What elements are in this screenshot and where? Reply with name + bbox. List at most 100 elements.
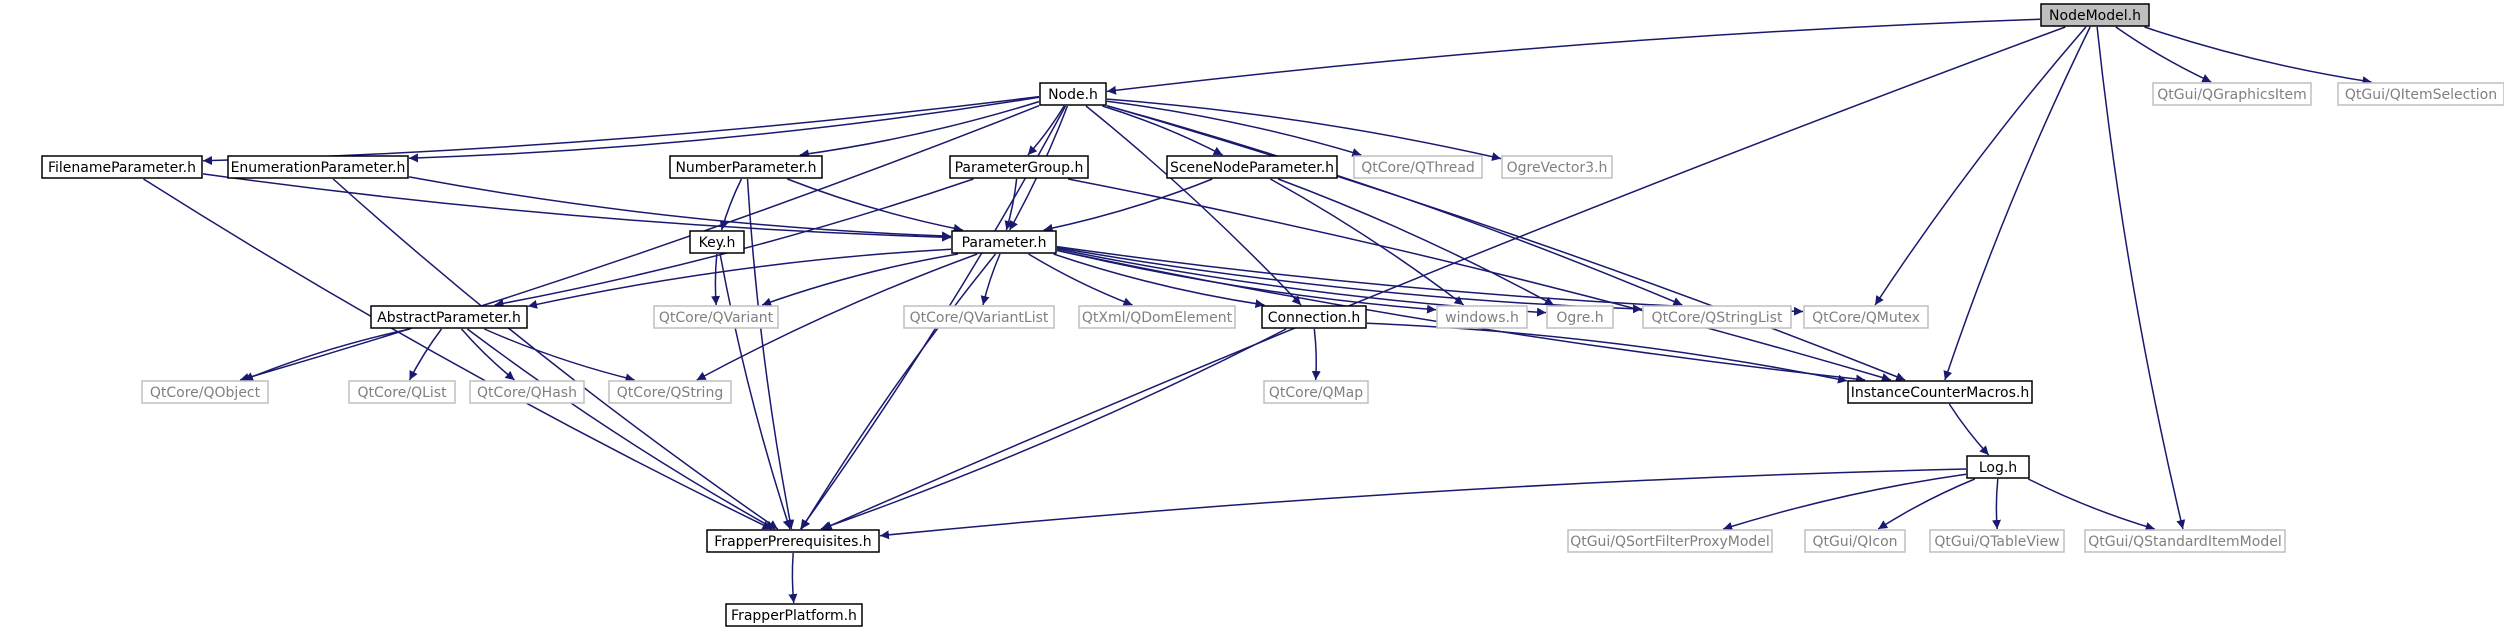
node-ogre[interactable]: Ogre.h (1546, 305, 1614, 329)
node-label: NumberParameter.h (675, 160, 816, 176)
edge-nodemodel-to-instancecounter (1943, 26, 2091, 381)
node-label: QtGui/QItemSelection (2345, 87, 2497, 103)
node-label: Log.h (1979, 460, 2017, 476)
node-ogrevector3[interactable]: OgreVector3.h (1501, 155, 1613, 179)
node-box (1263, 380, 1369, 404)
node-qhash[interactable]: QtCore/QHash (469, 380, 585, 404)
edge-scenenodeparam-to-ogre (1277, 178, 1555, 306)
node-scenenodeparam[interactable]: SceneNodeParameter.h (1166, 155, 1338, 179)
node-filenameparam[interactable]: FilenameParameter.h (41, 155, 203, 179)
edge-abstractparam-to-qhash (460, 328, 515, 381)
edge-parameter-to-qdomelement (1028, 253, 1133, 306)
node-box (469, 380, 585, 404)
node-box (951, 230, 1057, 254)
node-label: FilenameParameter.h (48, 160, 196, 176)
node-box (1501, 155, 1613, 179)
edge-abstractparam-to-qobject (243, 328, 411, 381)
edge-parameter-to-qmutex (1056, 245, 1804, 316)
node-qstring[interactable]: QtCore/QString (608, 380, 732, 404)
node-label: ParameterGroup.h (955, 160, 1084, 176)
node-label: QtCore/QMutex (1812, 310, 1920, 326)
node-label: QtGui/QGraphicsItem (2157, 87, 2307, 103)
edge-abstractparam-to-qstring (484, 328, 635, 383)
edge-parameter-to-qvariantlist (980, 253, 1001, 306)
node-qvariant[interactable]: QtCore/QVariant (653, 305, 779, 329)
node-label: QtCore/QObject (150, 385, 261, 401)
node-box (1546, 305, 1614, 329)
edge-filenameparam-to-frapperprereq (143, 178, 772, 530)
node-box (2337, 82, 2504, 106)
node-log[interactable]: Log.h (1966, 455, 2030, 479)
edge-connection-to-instancecounter (1366, 322, 1848, 384)
edge-key-to-frapperprereq (719, 253, 792, 530)
node-label: FrapperPrerequisites.h (714, 534, 871, 550)
edge-node-to-ogrevector3 (1106, 98, 1502, 161)
node-label: QtGui/QStandardItemModel (2088, 534, 2281, 550)
edge-parameter-to-frapperprereq (800, 253, 997, 530)
node-qicon[interactable]: QtGui/QIcon (1804, 529, 1906, 553)
node-qstringlist[interactable]: QtCore/QStringList (1642, 305, 1792, 329)
node-box (1847, 380, 2033, 404)
edge-node-to-qthread (1106, 100, 1362, 157)
edge-filenameparam-to-parameter (202, 173, 952, 242)
node-label: OgreVector3.h (1507, 160, 1608, 176)
edge-node-to-paramgroup (1027, 105, 1065, 156)
node-qvariantlist[interactable]: QtCore/QVariantList (903, 305, 1055, 329)
node-box (227, 155, 409, 179)
node-box (1078, 305, 1236, 329)
edge-node-to-qobject (239, 105, 1040, 382)
node-instancecounter[interactable]: InstanceCounterMacros.h (1847, 380, 2033, 404)
node-qobject[interactable]: QtCore/QObject (141, 380, 269, 404)
node-label: InstanceCounterMacros.h (1851, 385, 2029, 401)
node-qtableview[interactable]: QtGui/QTableView (1929, 529, 2065, 553)
edge-abstractparam-to-frapperprereq (466, 328, 775, 530)
edge-numberparam-to-frapperprereq (746, 178, 795, 530)
edge-enumparam-to-parameter (408, 176, 952, 241)
node-qsortfilter[interactable]: QtGui/QSortFilterProxyModel (1567, 529, 1773, 553)
node-qdomelement[interactable]: QtXml/QDomElement (1078, 305, 1236, 329)
node-frapperplatform[interactable]: FrapperPlatform.h (725, 603, 863, 627)
edge-connection-to-qmap (1311, 328, 1321, 381)
node-parameter[interactable]: Parameter.h (951, 230, 1057, 254)
node-qstandarditem[interactable]: QtGui/QStandardItemModel (2084, 529, 2286, 553)
node-qmap[interactable]: QtCore/QMap (1263, 380, 1369, 404)
node-nodemodel[interactable]: NodeModel.h (2040, 3, 2150, 27)
edge-nodemodel-to-qgraphicsitem (2115, 26, 2212, 83)
edge-log-to-qstandarditem (2027, 478, 2155, 531)
node-abstractparam[interactable]: AbstractParameter.h (370, 305, 528, 329)
edge-connection-to-frapperprereq (820, 328, 1287, 531)
edge-paramgroup-to-instancecounter (1067, 178, 1892, 382)
node-box (1567, 529, 1773, 553)
node-paramgroup[interactable]: ParameterGroup.h (949, 155, 1089, 179)
node-key[interactable]: Key.h (689, 230, 745, 254)
node-box (1642, 305, 1792, 329)
node-numberparam[interactable]: NumberParameter.h (669, 155, 823, 179)
node-qitemselection[interactable]: QtGui/QItemSelection (2337, 82, 2504, 106)
node-box (2152, 82, 2312, 106)
edge-log-to-qsortfilter (1722, 473, 1967, 531)
node-label: QtGui/QTableView (1934, 534, 2059, 550)
node-node[interactable]: Node.h (1039, 82, 1107, 106)
edge-log-to-qtableview (1992, 478, 2002, 530)
node-box (706, 529, 880, 553)
edge-scenenodeparam-to-windows (1270, 178, 1465, 306)
edge-node-to-numberparam (799, 100, 1040, 159)
node-qlist[interactable]: QtCore/QList (348, 380, 456, 404)
node-connection[interactable]: Connection.h (1261, 305, 1367, 329)
edge-nodemodel-to-frapperprereq (822, 26, 2066, 530)
node-frapperprereq[interactable]: FrapperPrerequisites.h (706, 529, 880, 553)
node-enumparam[interactable]: EnumerationParameter.h (227, 155, 409, 179)
edge-instancecounter-to-log (1948, 403, 1990, 456)
edge-node-to-scenenodeparam (1102, 105, 1223, 156)
node-box (949, 155, 1089, 179)
node-qgraphicsitem[interactable]: QtGui/QGraphicsItem (2152, 82, 2312, 106)
edge-abstractparam-to-qlist (408, 328, 443, 381)
node-qmutex[interactable]: QtCore/QMutex (1803, 305, 1929, 329)
node-qthread[interactable]: QtCore/QThread (1353, 155, 1483, 179)
node-label: AbstractParameter.h (377, 310, 521, 326)
edge-frapperprereq-to-frapperplatform (788, 552, 798, 604)
node-windows[interactable]: windows.h (1436, 305, 1528, 329)
edge-parameter-to-qvariant (761, 253, 959, 307)
node-box (2040, 3, 2150, 27)
